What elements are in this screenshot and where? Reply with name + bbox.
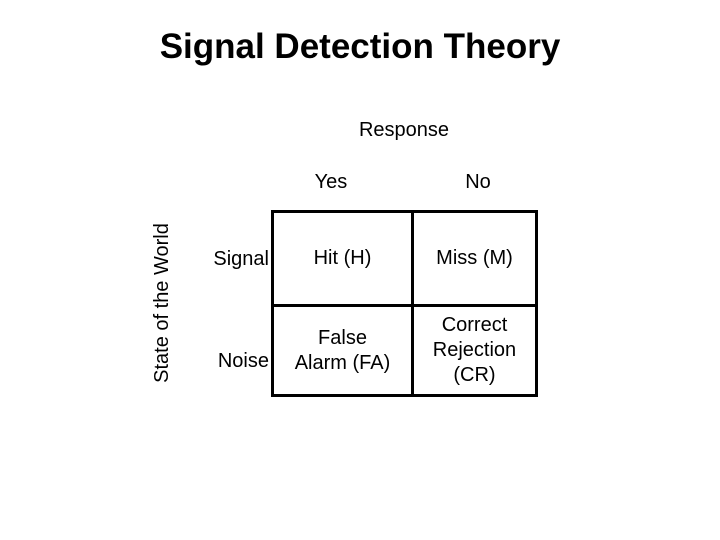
matrix-cell-hit-label: Hit (H) [313,247,372,269]
column-header-no: No [465,171,491,193]
matrix-cell-miss-label: Miss (M) [436,247,513,269]
signal-detection-matrix: Hit (H) Miss (M) False Alarm (FA) Correc… [271,210,538,397]
matrix-cell-correct-rejection-label: Correct Rejection (CR) [432,314,517,386]
matrix-cell-miss: Miss (M) [414,213,535,307]
row-header-noise: Noise [217,350,269,372]
matrix-cell-false-alarm: False Alarm (FA) [274,307,414,394]
row-axis-title: State of the World [151,223,173,383]
matrix-cell-false-alarm-label: False Alarm (FA) [294,326,391,374]
page-title: Signal Detection Theory [159,27,561,66]
row-header-signal: Signal [213,248,269,270]
matrix-cell-hit: Hit (H) [274,213,414,307]
matrix-cell-correct-rejection: Correct Rejection (CR) [414,307,535,394]
column-header-yes: Yes [314,171,348,193]
column-axis-title: Response [358,119,450,141]
